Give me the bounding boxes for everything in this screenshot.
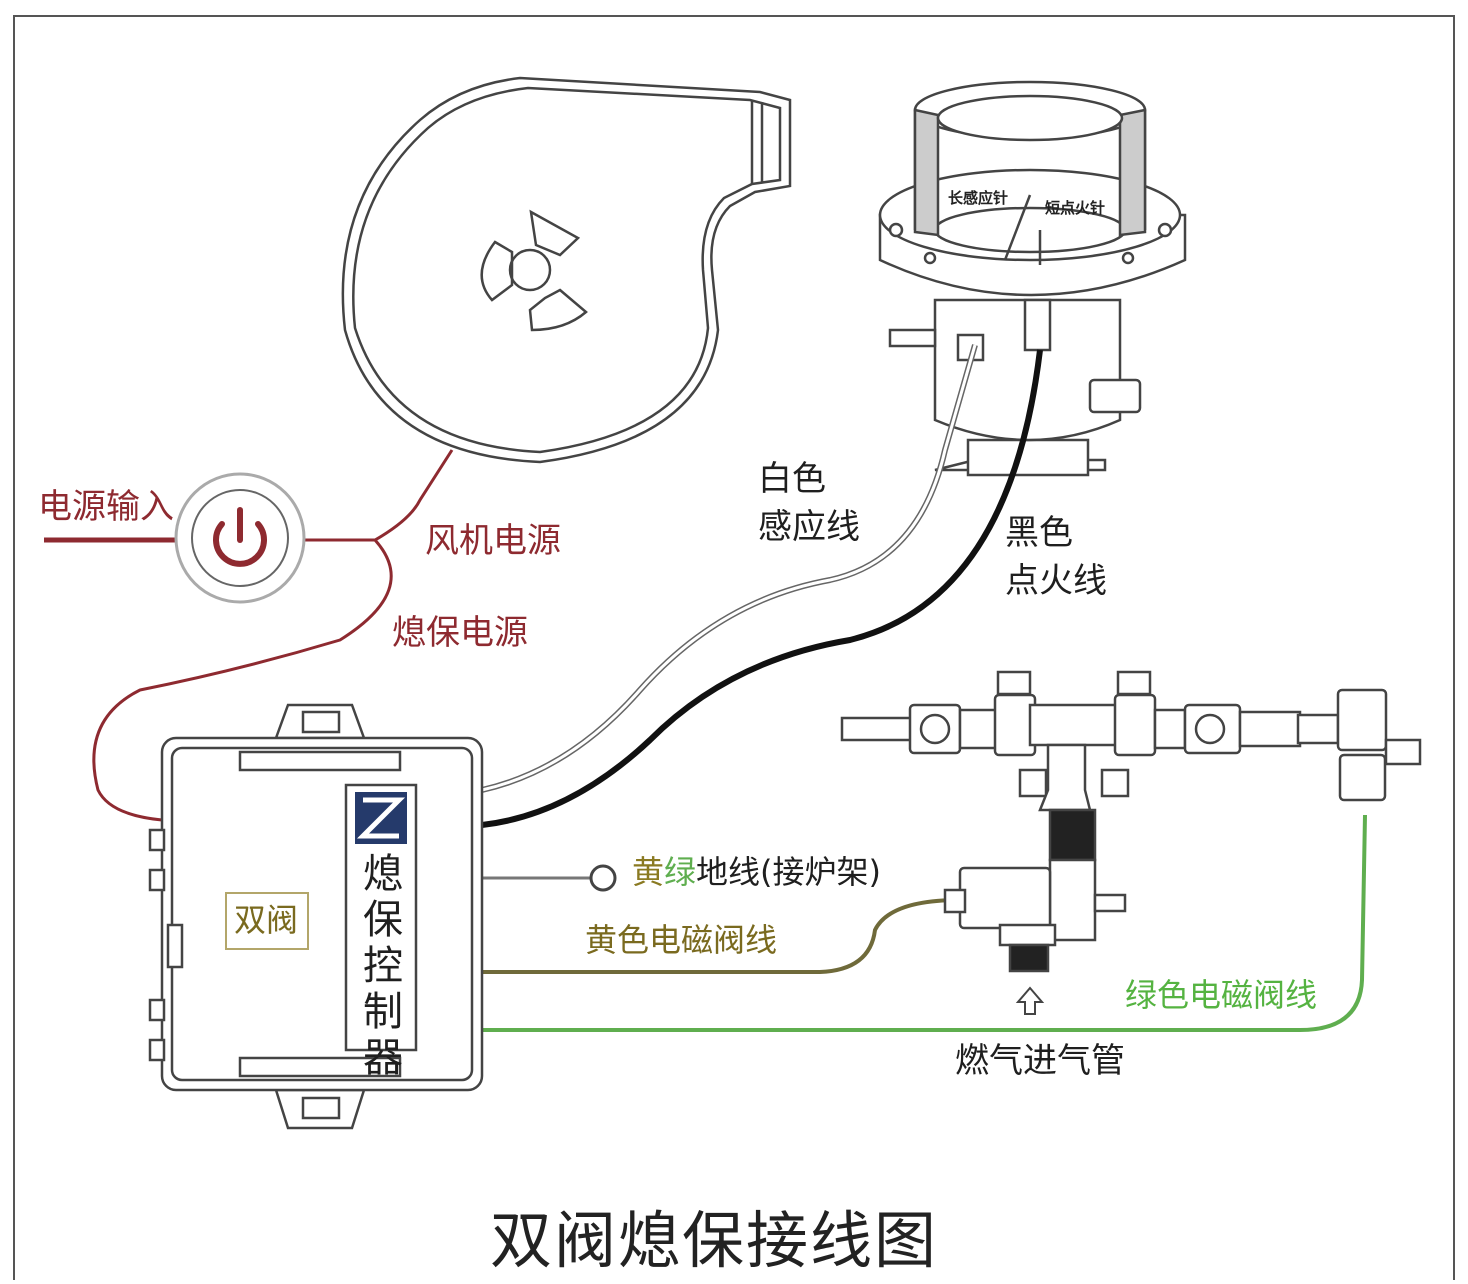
green-valve-wire (482, 814, 1367, 1032)
controller-label: 熄保控制器 (356, 852, 402, 1082)
fan-power-label: 风机电源 (425, 521, 561, 561)
ground-line-label: 黄绿地线(接炉架) (632, 854, 881, 891)
arrow-up-icon (1015, 986, 1045, 1015)
double-valve-label: 双阀 (234, 901, 299, 939)
yellow-valve-wire (482, 898, 961, 974)
ground-rest-text: 地线(接炉架) (696, 853, 882, 891)
white-line-label-2: 感应线 (758, 507, 860, 547)
black-line-label-1: 黑色 (1005, 513, 1073, 553)
ground-green-text: 绿 (664, 853, 697, 891)
white-line-label-1: 白色 (758, 459, 826, 499)
black-line-label-2: 点火线 (1005, 561, 1107, 601)
protect-power-wire (92, 538, 393, 822)
white-sensing-wire (481, 344, 977, 792)
gas-inlet-label: 燃气进气管 (955, 1041, 1125, 1081)
fan-blower-icon (341, 76, 792, 464)
black-ignition-wire (481, 349, 1043, 828)
ground-yellow-text: 黄 (632, 853, 665, 891)
protect-power-label: 熄保电源 (392, 613, 528, 653)
power-switch[interactable] (174, 472, 306, 604)
solenoid-valve-icon (840, 670, 1422, 973)
short-needle-label: 短点火针 (1045, 199, 1106, 217)
ground-ring-icon (589, 864, 617, 892)
green-valve-line-label: 绿色电磁阀线 (1125, 976, 1318, 1014)
frame-border (13, 15, 1455, 1284)
controller-logo-icon (355, 792, 407, 844)
power-input-label: 电源输入 (38, 487, 174, 527)
page-title: 双阀熄保接线图 (490, 1204, 939, 1277)
power-icon (213, 507, 267, 567)
controller-box (148, 703, 484, 1130)
yellow-valve-line-label: 黄色电磁阀线 (585, 921, 778, 959)
burner-icon (878, 80, 1187, 477)
long-needle-label: 长感应针 (948, 189, 1009, 207)
